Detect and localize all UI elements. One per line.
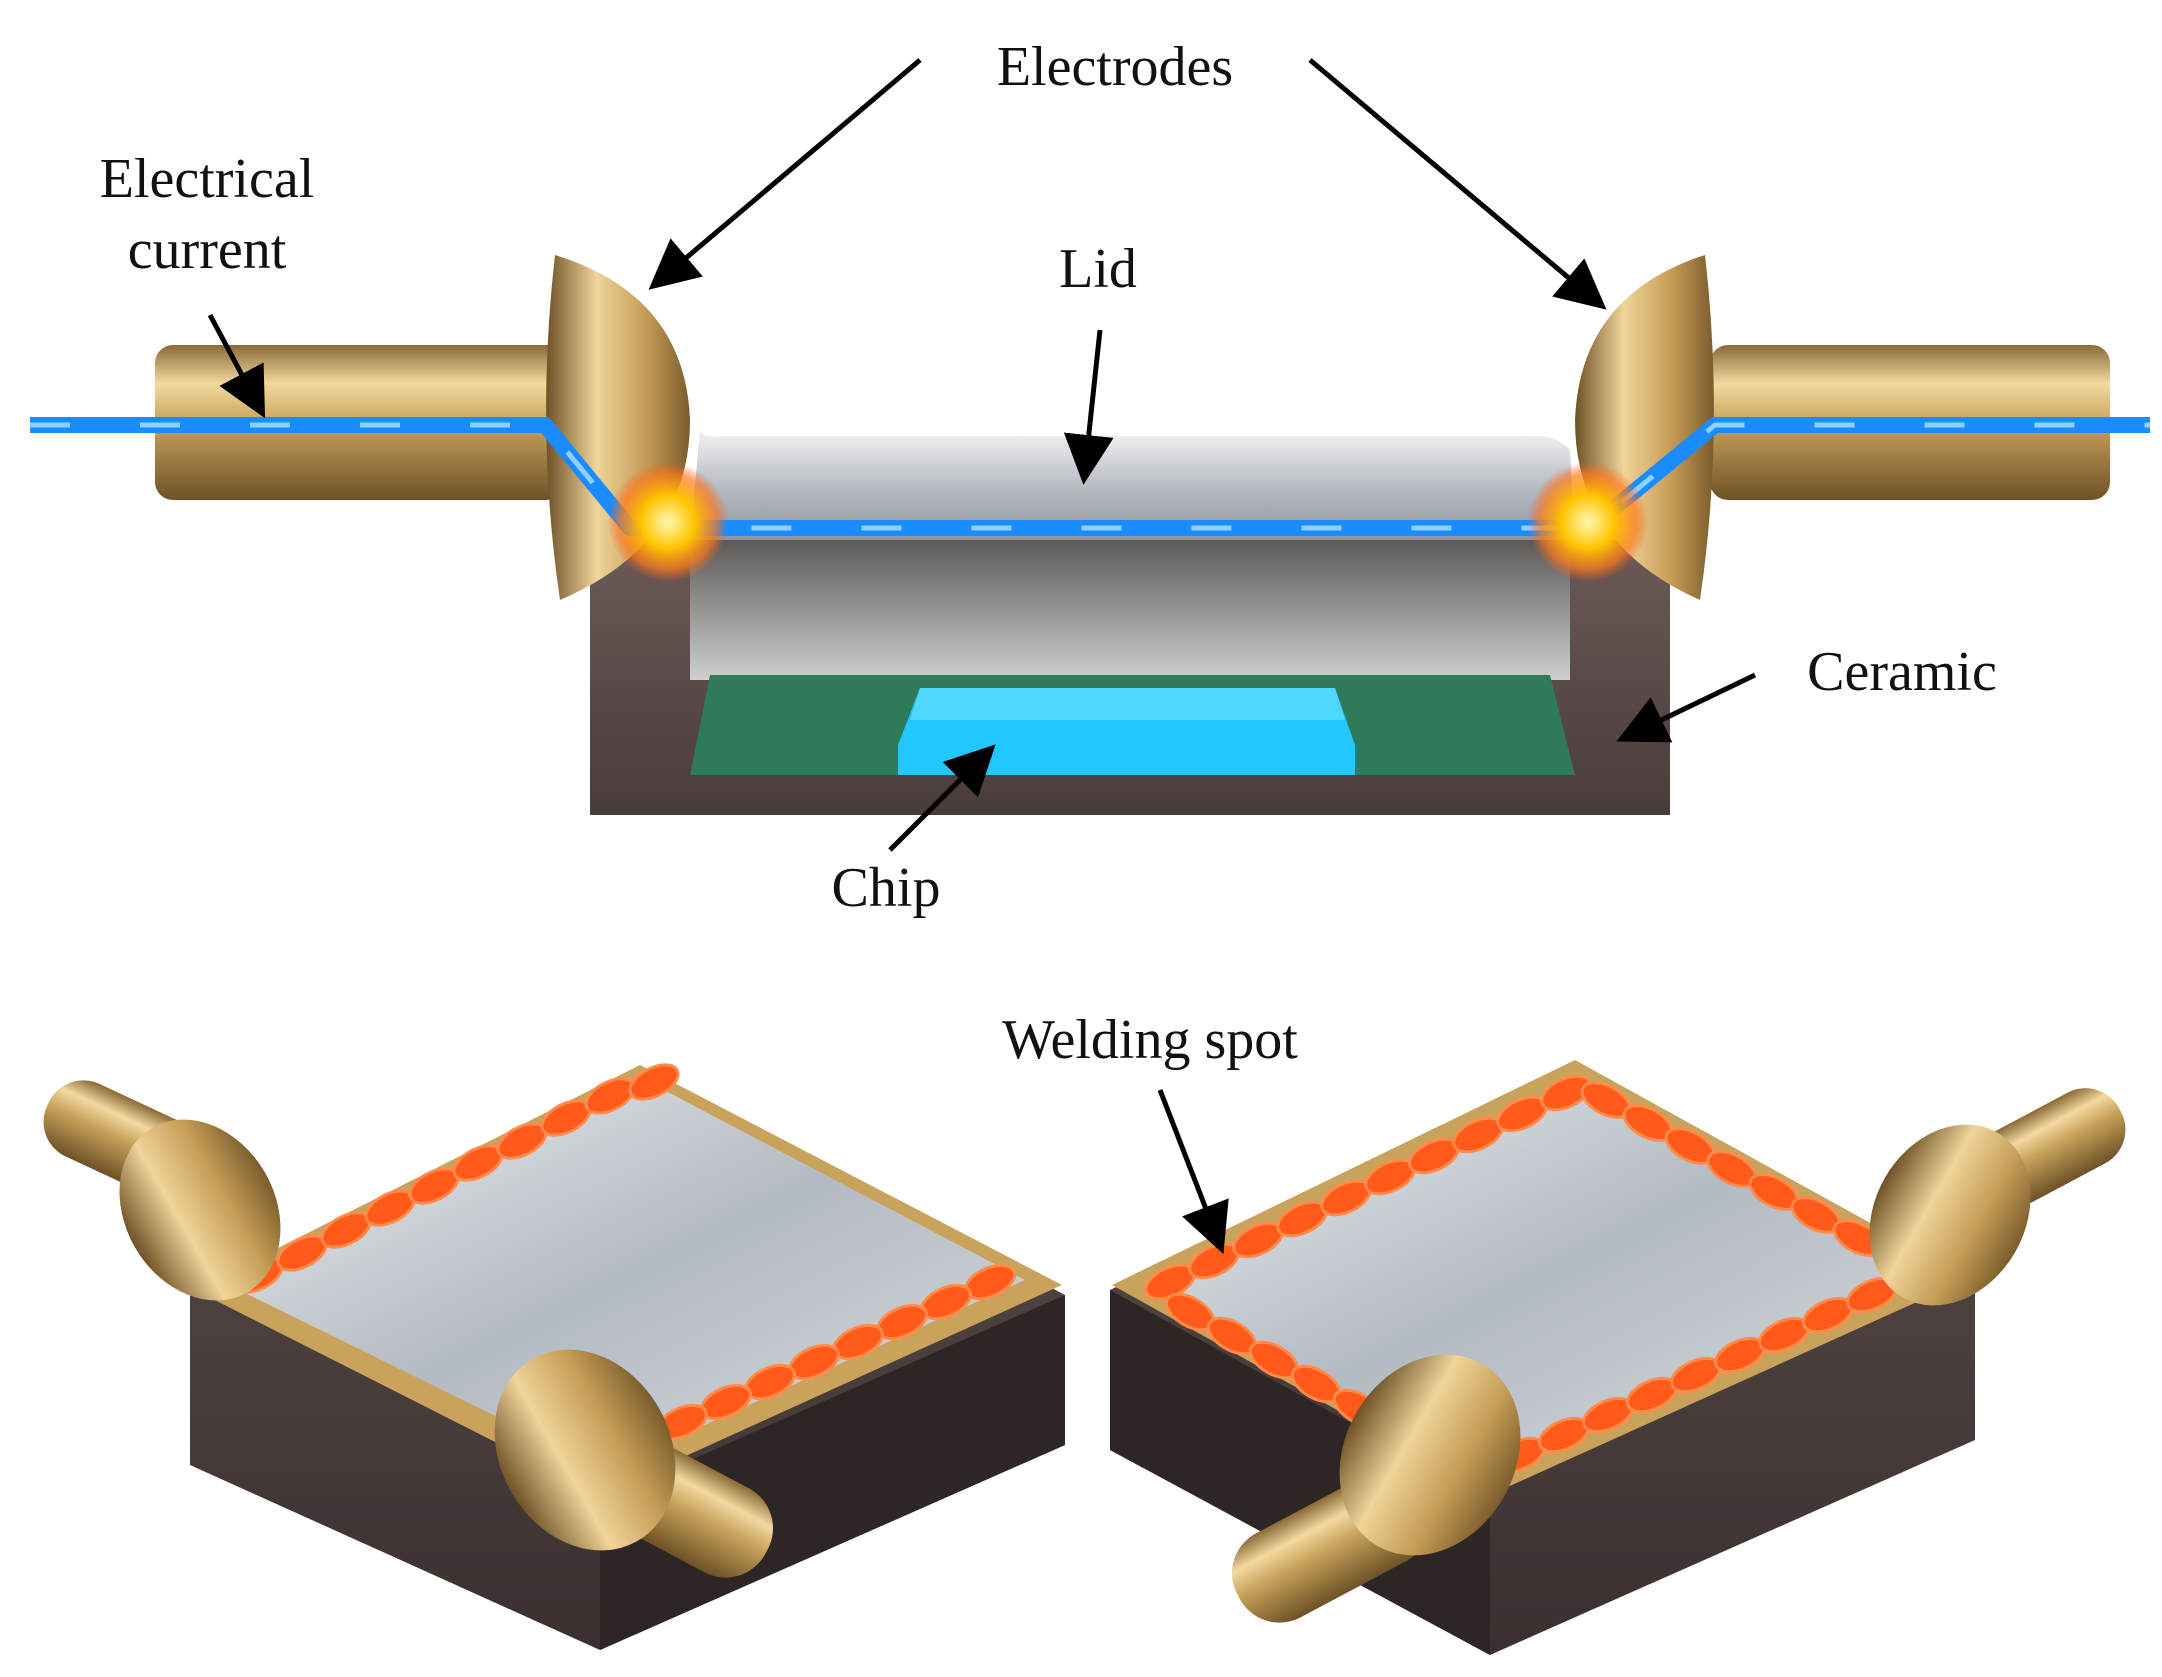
chip-top	[910, 688, 1345, 720]
left-weld-spark	[608, 462, 728, 582]
weld-seam-right	[1144, 1074, 1924, 1474]
label-electrical-current-line1: Electrical	[100, 148, 315, 210]
right-weld-spark	[1528, 462, 1648, 582]
label-electrodes: Electrodes	[997, 36, 1233, 98]
label-chip: Chip	[832, 857, 941, 919]
electrode-right-bottom	[1232, 1354, 1521, 1623]
arrow-chip	[888, 744, 996, 852]
package-cavity	[690, 540, 1570, 680]
lid	[690, 430, 1575, 540]
package-view-left	[43, 1063, 1065, 1650]
arrow-electrodes-right	[1308, 58, 1607, 310]
annotation-arrows	[207, 58, 1757, 1254]
electrode-right-top	[1869, 1088, 2126, 1306]
electrode-left-bottom	[494, 1349, 773, 1578]
arrow-lid	[1063, 329, 1114, 485]
label-electrical-current-line2: current	[128, 219, 287, 281]
electrode-left-top	[43, 1080, 281, 1301]
label-lid: Lid	[1059, 238, 1137, 300]
cross-section-view	[30, 255, 2150, 815]
arrow-electrical-current	[207, 313, 266, 419]
arrow-electrodes-left	[648, 58, 922, 290]
arrow-ceramic	[1616, 672, 1757, 743]
lid-plate-left	[235, 1080, 1025, 1470]
label-welding-spot: Welding spot	[1002, 1009, 1298, 1071]
label-ceramic: Ceramic	[1807, 641, 1997, 703]
electrical-current-highlight	[30, 422, 2150, 531]
arrow-welding-spot	[1157, 1089, 1229, 1254]
package-view-right	[1110, 1060, 2126, 1655]
weld-seam-left	[232, 1063, 1016, 1441]
